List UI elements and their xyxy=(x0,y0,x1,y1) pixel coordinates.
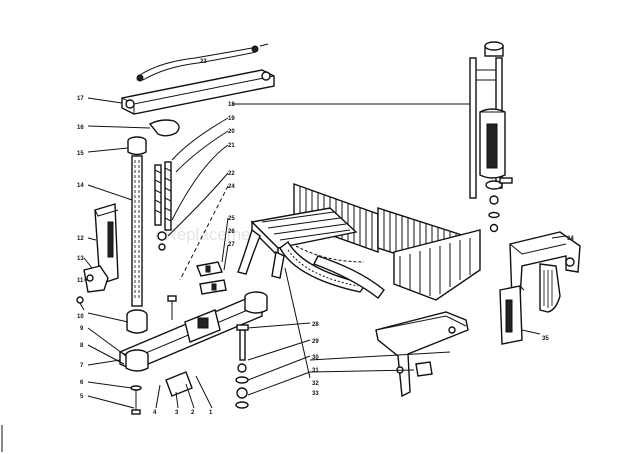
part-15-cap xyxy=(127,136,147,156)
part-13-bracket xyxy=(94,203,119,285)
callout-9: 9 xyxy=(80,326,84,332)
callout-31: 31 xyxy=(312,368,319,374)
part-18-column-assembly xyxy=(469,41,513,233)
callout-32: 32 xyxy=(312,381,319,387)
callout-8: 8 xyxy=(80,343,84,349)
callout-labels: 23 17 18 16 19 15 20 21 14 22 24 25 26 2… xyxy=(77,59,574,416)
callout-16: 16 xyxy=(77,125,84,131)
callout-30: 30 xyxy=(312,355,319,361)
callout-23: 23 xyxy=(200,59,207,65)
callout-1: 1 xyxy=(209,410,213,416)
callout-14: 14 xyxy=(77,183,84,189)
part-35-plate xyxy=(499,285,525,345)
part-17-top-bar xyxy=(121,69,275,115)
callout-24: 24 xyxy=(228,184,235,190)
callout-6: 6 xyxy=(80,380,84,386)
callout-12: 12 xyxy=(77,236,84,242)
miter-fence xyxy=(237,183,481,301)
callout-28: 28 xyxy=(312,322,319,328)
callout-27: 27 xyxy=(228,242,235,248)
part-14-column xyxy=(131,155,143,307)
part-25-27-clips xyxy=(196,261,227,295)
part-16-clamp xyxy=(148,119,180,137)
callout-5: 5 xyxy=(80,394,84,400)
part-10-screw xyxy=(76,296,85,311)
callout-3: 3 xyxy=(175,410,179,416)
callout-11: 11 xyxy=(77,278,84,284)
callout-35: 35 xyxy=(542,336,549,342)
part-23-clip xyxy=(136,43,269,82)
part-34-bracket xyxy=(509,231,581,313)
callout-2: 2 xyxy=(191,410,195,416)
callout-17: 17 xyxy=(77,96,84,102)
callout-4: 4 xyxy=(153,410,157,416)
callout-29: 29 xyxy=(312,339,319,345)
callout-13: 13 xyxy=(77,256,84,262)
callout-25: 25 xyxy=(228,216,235,222)
callout-7: 7 xyxy=(80,363,84,369)
callout-26: 26 xyxy=(228,229,235,235)
part-11-12-bracket xyxy=(83,265,109,293)
callout-21: 21 xyxy=(228,143,235,149)
base-assembly xyxy=(119,291,268,415)
bottom-leaders xyxy=(87,312,213,409)
callout-19: 19 xyxy=(228,116,235,122)
callout-33: 33 xyxy=(312,391,319,397)
part-19-22-spring-rods xyxy=(154,161,172,251)
callout-18: 18 xyxy=(228,102,235,108)
callout-15: 15 xyxy=(77,151,84,157)
callout-20: 20 xyxy=(228,129,235,135)
leaders-28-31 xyxy=(247,322,311,396)
part-28-31-stack xyxy=(235,324,249,409)
callout-22: 22 xyxy=(228,171,235,177)
callout-10: 10 xyxy=(77,314,84,320)
callout-34: 34 xyxy=(567,236,574,242)
